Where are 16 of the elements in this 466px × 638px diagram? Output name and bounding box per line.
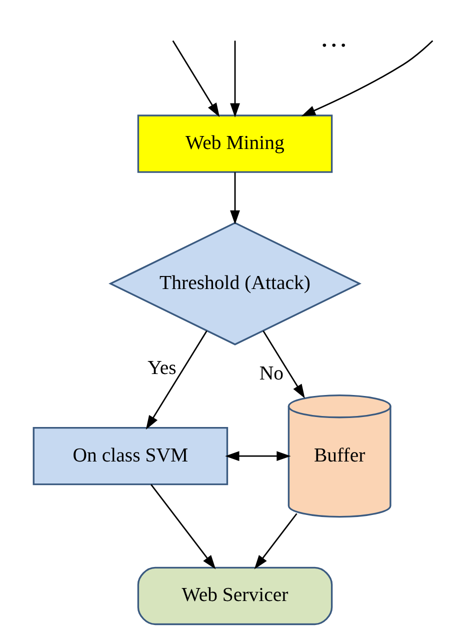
edge-label: Yes [147, 357, 176, 380]
arrow [254, 513, 297, 570]
node-diamond: Threshold (Attack) [108, 222, 361, 346]
arrow [262, 330, 304, 398]
node-box: On class SVM [32, 426, 228, 486]
arrow [230, 172, 240, 224]
arrow [300, 40, 433, 116]
label: … [319, 22, 348, 54]
arrow [230, 40, 240, 118]
arrow [172, 40, 220, 118]
node-box: Web Mining [136, 114, 332, 173]
node-box: Web Servicer [136, 566, 332, 626]
arrow [145, 330, 207, 430]
arrow [224, 451, 290, 462]
edge-label: No [258, 362, 284, 385]
arrow [150, 484, 216, 570]
